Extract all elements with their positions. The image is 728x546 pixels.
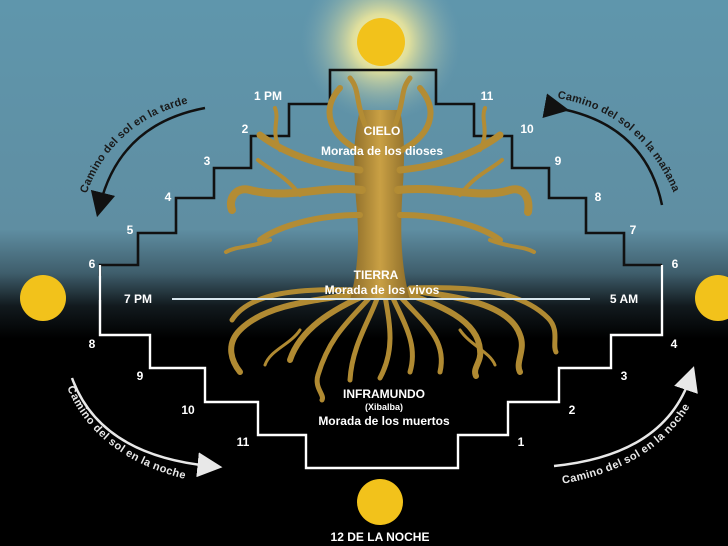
sun-west-icon bbox=[20, 275, 66, 321]
sky-subtitle: Morada de los dioses bbox=[321, 144, 443, 158]
hour-3-lower: 3 bbox=[621, 369, 628, 383]
hour-2-left: 2 bbox=[242, 122, 249, 136]
tree-roots bbox=[228, 285, 559, 403]
hour-3-left: 3 bbox=[204, 154, 211, 168]
tree-branches bbox=[224, 75, 536, 254]
hour-7pm: 7 PM bbox=[124, 292, 152, 306]
hour-8-right: 8 bbox=[595, 190, 602, 204]
arrow-afternoon bbox=[90, 106, 206, 218]
midnight-label: 12 DE LA NOCHE bbox=[331, 530, 430, 544]
arrow-night-right bbox=[553, 366, 698, 468]
hour-9-lower: 9 bbox=[137, 369, 144, 383]
hour-10-right: 10 bbox=[520, 122, 534, 136]
arrow-night-left bbox=[70, 377, 223, 478]
earth-title: TIERRA bbox=[354, 268, 399, 282]
earth-subtitle: Morada de los vivos bbox=[325, 283, 440, 297]
hour-7-right: 7 bbox=[630, 223, 637, 237]
hour-10-lower: 10 bbox=[181, 403, 195, 417]
hour-8-lower: 8 bbox=[89, 337, 96, 351]
sky-title: CIELO bbox=[364, 124, 401, 138]
horizon-sides bbox=[98, 265, 664, 300]
hour-11-top: 11 bbox=[481, 89, 494, 103]
sun-bottom-icon bbox=[357, 479, 403, 525]
sun-east-icon bbox=[695, 275, 728, 321]
hour-9-right: 9 bbox=[555, 154, 562, 168]
hour-11-lower: 11 bbox=[237, 435, 250, 449]
underworld-name: (Xibalba) bbox=[365, 402, 403, 412]
hour-5am: 5 AM bbox=[610, 292, 638, 306]
hour-4-lower: 4 bbox=[671, 337, 678, 351]
tree-trunk bbox=[350, 110, 410, 300]
hour-4-left: 4 bbox=[165, 190, 172, 204]
underworld-title: INFRAMUNDO bbox=[343, 387, 425, 401]
heavens-steps bbox=[98, 68, 662, 276]
hour-5-left: 5 bbox=[127, 223, 134, 237]
hour-1pm: 1 PM bbox=[254, 89, 282, 103]
hour-1-lower: 1 bbox=[518, 435, 525, 449]
underworld-subtitle: Morada de los muertos bbox=[318, 414, 450, 428]
hour-6-right: 6 bbox=[672, 257, 679, 271]
arrow-morning bbox=[542, 93, 664, 206]
hour-2-lower: 2 bbox=[569, 403, 576, 417]
hour-6-left: 6 bbox=[89, 257, 96, 271]
underworld-steps bbox=[98, 300, 664, 470]
sun-top-icon bbox=[357, 18, 405, 66]
